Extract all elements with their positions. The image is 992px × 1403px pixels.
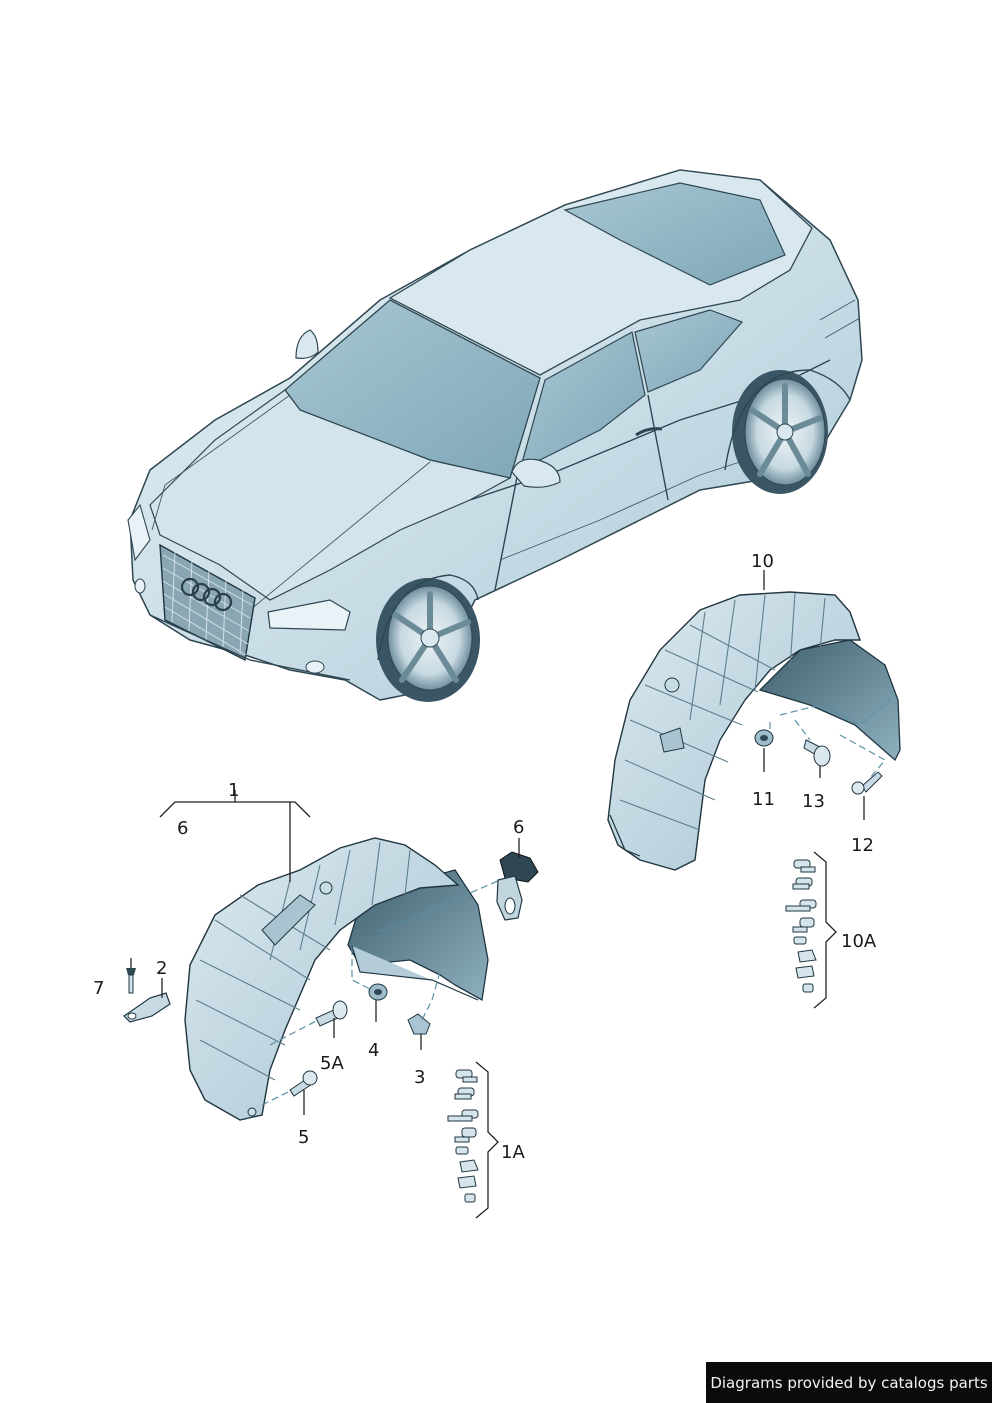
callout-5A: 5A xyxy=(320,1053,344,1074)
screw-part-5 xyxy=(289,1070,318,1097)
liner-rear-inner xyxy=(758,639,901,762)
side-mirror-right xyxy=(511,458,561,488)
callout-3: 3 xyxy=(414,1067,425,1088)
clip-part-3 xyxy=(407,1013,431,1035)
screw-part-12 xyxy=(851,771,883,795)
callout-2: 2 xyxy=(156,958,167,979)
callout-10A: 10A xyxy=(841,931,877,952)
callout-6-left: 6 xyxy=(177,818,188,839)
callout-1: 1 xyxy=(228,780,239,801)
side-mirror-left xyxy=(295,329,319,359)
wheel-liner-rear xyxy=(607,591,901,871)
bracket-part-6 xyxy=(496,851,539,921)
callout-7: 7 xyxy=(93,978,104,999)
hardware-set-1A xyxy=(447,1069,479,1203)
callout-labels: 1 6 6 7 2 5A 4 3 5 1A 10 11 13 12 10A xyxy=(93,551,877,1163)
car-sunroof xyxy=(563,182,786,286)
clip-part-7 xyxy=(126,968,136,994)
screw-part-5A xyxy=(315,1000,348,1027)
credit-banner: Diagrams provided by catalogs parts xyxy=(706,1362,992,1403)
clip-part-2 xyxy=(123,992,171,1023)
rear-wheel xyxy=(732,370,828,494)
callout-10: 10 xyxy=(751,551,774,572)
fog-light-left xyxy=(134,578,146,594)
leader-lines xyxy=(130,570,865,1219)
brand-rings-logo xyxy=(180,577,233,612)
callout-12: 12 xyxy=(851,835,874,856)
liner-rear-outer xyxy=(607,591,861,871)
nut-part-11 xyxy=(754,729,774,747)
car-hood xyxy=(149,389,512,601)
nut-part-4 xyxy=(368,983,388,1001)
callout-6-right: 6 xyxy=(513,817,524,838)
car-illustration xyxy=(127,169,863,702)
callout-13: 13 xyxy=(802,791,825,812)
callout-1A: 1A xyxy=(501,1142,525,1163)
car-side-window-front xyxy=(519,331,646,472)
callout-5: 5 xyxy=(298,1127,309,1148)
headlight-left xyxy=(127,503,151,562)
hardware-set-10A xyxy=(785,859,817,993)
callout-11: 11 xyxy=(752,789,775,810)
headlight xyxy=(267,599,351,631)
clip-part-13 xyxy=(803,739,831,767)
wheel-liner-front xyxy=(184,837,489,1121)
door-handle xyxy=(635,427,663,437)
liner-outer-arch xyxy=(184,837,460,1121)
car-side-window-rear xyxy=(634,309,744,393)
assembly-lines xyxy=(261,699,891,1106)
front-wheel xyxy=(376,578,480,702)
callout-4: 4 xyxy=(368,1040,379,1061)
fog-light xyxy=(305,660,325,674)
